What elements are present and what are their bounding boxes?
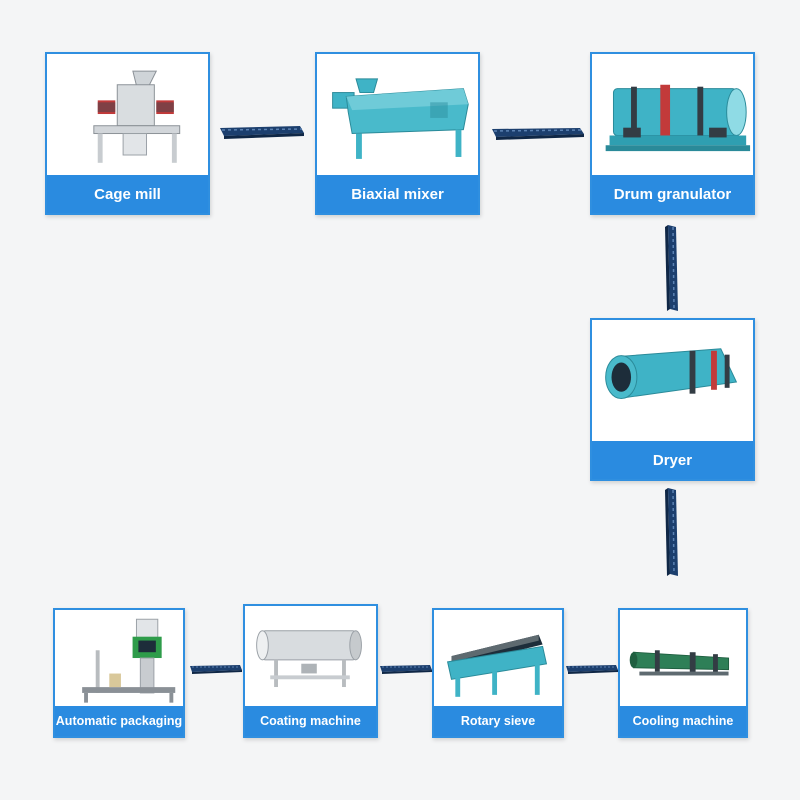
dryer-icon — [592, 320, 753, 442]
coating-machine-icon — [245, 606, 376, 704]
machine-label: Cooling machine — [620, 706, 746, 736]
machine-label: Drum granulator — [592, 175, 753, 213]
conveyor-belt-icon — [566, 664, 618, 674]
conveyor-belt-icon — [380, 664, 432, 674]
machine-card-rotary-sieve: Rotary sieve — [432, 608, 564, 738]
automatic-packaging-icon — [55, 610, 183, 708]
conveyor-belt-icon — [492, 126, 584, 140]
machine-label: Coating machine — [245, 706, 376, 736]
machine-card-coating-machine: Coating machine — [243, 604, 378, 738]
biaxial-mixer-icon — [317, 54, 478, 176]
machine-card-cooling-machine: Cooling machine — [618, 608, 748, 738]
drum-granulator-icon — [592, 54, 753, 176]
machine-label: Cage mill — [47, 175, 208, 213]
cooling-machine-icon — [620, 610, 746, 708]
machine-card-biaxial-mixer: Biaxial mixer — [315, 52, 480, 215]
machine-label: Automatic packaging — [55, 706, 183, 736]
conveyor-belt-icon — [220, 124, 304, 140]
machine-card-dryer: Dryer — [590, 318, 755, 481]
machine-label: Biaxial mixer — [317, 175, 478, 213]
machine-card-drum-granulator: Drum granulator — [590, 52, 755, 215]
conveyor-belt-icon — [664, 488, 680, 576]
machine-label: Rotary sieve — [434, 706, 562, 736]
machine-label: Dryer — [592, 441, 753, 479]
conveyor-belt-icon — [190, 664, 242, 674]
machine-card-cage-mill: Cage mill — [45, 52, 210, 215]
machine-card-automatic-packaging: Automatic packaging — [53, 608, 185, 738]
conveyor-belt-icon — [664, 225, 680, 311]
cage-mill-icon — [47, 54, 208, 176]
rotary-sieve-icon — [434, 610, 562, 708]
